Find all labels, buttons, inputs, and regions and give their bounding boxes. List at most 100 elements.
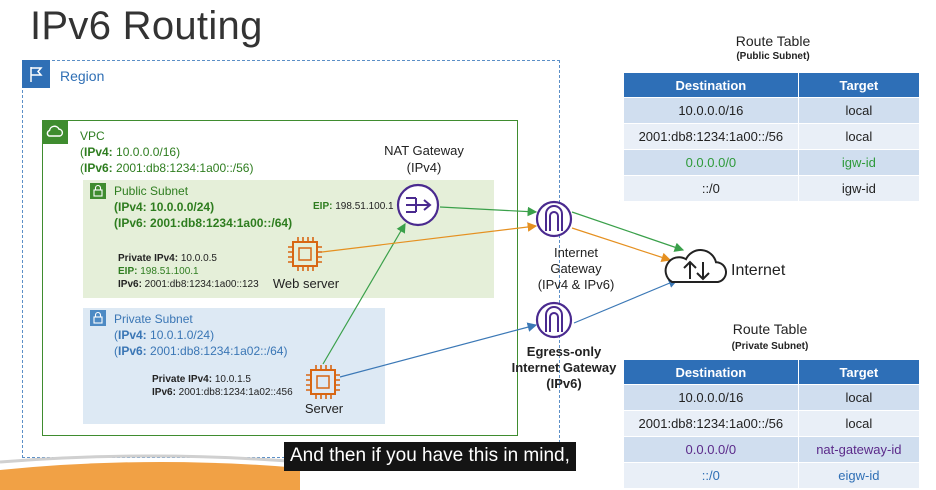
page-title: IPv6 Routing <box>30 4 263 48</box>
table-row: 0.0.0.0/0 nat-gateway-id <box>623 436 921 463</box>
web-server-chip-icon <box>288 237 322 271</box>
route-table-private: Destination Target 10.0.0.0/16 local 200… <box>623 359 921 489</box>
egress-gateway-label-line1: Egress-only <box>526 344 602 359</box>
route-table-public: Destination Target 10.0.0.0/16 local 200… <box>623 72 921 202</box>
private-subnet-ipv4: (IPv4: 10.0.1.0/24) <box>114 328 215 342</box>
route-destination: 10.0.0.0/16 <box>623 384 799 411</box>
public-subnet-ipv4-key: IPv4: <box>118 200 147 214</box>
route-table-public-subtitle: (Public Subnet) <box>736 51 810 62</box>
vpc-label: VPC <box>80 129 105 143</box>
server-ipv6: IPv6: 2001:db8:1234:1a02::456 <box>152 386 293 399</box>
arrow-server-to-nat <box>322 222 406 365</box>
egress-gateway-label-line3: (IPv6) <box>546 376 582 391</box>
lock-icon <box>90 183 106 199</box>
web-server-eip-key: EIP: <box>118 266 138 277</box>
route-destination: 0.0.0.0/0 <box>623 436 799 463</box>
web-server-private-ipv4-value: 10.0.0.5 <box>178 253 217 264</box>
arrow-nat-to-igw <box>439 206 538 217</box>
internet-cloud-icon <box>664 249 727 283</box>
table-header-row: Destination Target <box>623 72 921 98</box>
web-server-label: Web server <box>272 276 340 291</box>
arrow-server-to-egress <box>339 322 538 378</box>
egress-gateway-label: Egress-only Internet Gateway (IPv6) <box>508 344 620 392</box>
route-destination: ::/0 <box>623 462 799 489</box>
server-private-ipv4-value: 10.0.1.5 <box>212 374 251 385</box>
web-server-ipv6-key: IPv6: <box>118 279 142 290</box>
region-label: Region <box>60 68 105 84</box>
public-subnet-ipv6: (IPv6: 2001:db8:1234:1a00::/64) <box>114 216 293 230</box>
table-row: 2001:db8:1234:1a00::/56 local <box>623 410 921 437</box>
route-target: eigw-id <box>797 462 921 489</box>
route-target: igw-id <box>797 149 921 176</box>
table-row: ::/0 eigw-id <box>623 462 921 489</box>
vpc-ipv4-key: IPv4: <box>84 145 113 159</box>
route-target: local <box>797 384 921 411</box>
arrow-egress-to-internet <box>573 278 679 324</box>
region-flag-icon <box>22 60 50 88</box>
column-header-destination: Destination <box>623 72 799 98</box>
private-subnet-ipv6-value: 2001:db8:1234:1a02::/64) <box>146 344 288 358</box>
vpc-cloud-icon <box>42 120 68 144</box>
table-row: 0.0.0.0/0 igw-id <box>623 149 921 176</box>
table-header-row: Destination Target <box>623 359 921 385</box>
private-subnet-ipv4-key: IPv4: <box>118 328 147 342</box>
internet-gateway-label: Internet Gateway (IPv4 & IPv6) <box>530 245 622 293</box>
web-server-ipv6-value: 2001:db8:1234:1a00::123 <box>141 279 259 290</box>
public-subnet-info: Public Subnet (IPv4: 10.0.0.0/24) (IPv6:… <box>114 183 292 231</box>
server-private-ipv4: Private IPv4: 10.0.1.5 <box>152 373 293 386</box>
public-subnet-ipv4-value: 10.0.0.0/24) <box>146 200 215 214</box>
nat-eip: EIP: 198.51.100.1 <box>313 200 394 213</box>
route-table-private-subtitle: (Private Subnet) <box>731 341 809 352</box>
route-destination: ::/0 <box>623 175 799 202</box>
web-server-eip-value: 198.51.100.1 <box>137 266 199 277</box>
public-subnet-ipv6-key: IPv6: <box>118 216 147 230</box>
server-chip-icon <box>306 365 340 399</box>
decorative-orange-strip <box>0 454 301 490</box>
table-row: ::/0 igw-id <box>623 175 921 202</box>
nat-gateway-label-line1: NAT Gateway <box>384 143 464 158</box>
egress-gateway-label-line2: Internet Gateway <box>511 360 617 375</box>
table-row: 2001:db8:1234:1a00::/56 local <box>623 123 921 150</box>
route-target: local <box>797 410 921 437</box>
server-info: Private IPv4: 10.0.1.5 IPv6: 2001:db8:12… <box>152 373 293 399</box>
vpc-ipv6-key: IPv6: <box>84 161 113 175</box>
column-header-destination: Destination <box>623 359 799 385</box>
internet-gateway-label-line1: Internet <box>553 245 599 260</box>
web-server-ipv6: IPv6: 2001:db8:1234:1a00::123 <box>118 278 259 291</box>
vpc-ipv6-value: 2001:db8:1234:1a00::/56) <box>112 161 254 175</box>
table-row: 10.0.0.0/16 local <box>623 97 921 124</box>
private-subnet-ipv4-value: 10.0.1.0/24) <box>146 328 215 342</box>
server-label: Server <box>304 401 344 416</box>
internet-gateway-icon <box>535 200 573 238</box>
server-ipv6-value: 2001:db8:1234:1a02::456 <box>175 387 293 398</box>
nat-gateway-icon <box>396 183 440 227</box>
route-destination: 2001:db8:1234:1a00::/56 <box>623 410 799 437</box>
web-server-private-ipv4-key: Private IPv4: <box>118 253 179 264</box>
lock-icon <box>90 310 106 326</box>
egress-gateway-icon <box>535 301 573 339</box>
route-target: local <box>797 123 921 150</box>
vpc-box <box>42 120 518 436</box>
private-subnet-info: Private Subnet (IPv4: 10.0.1.0/24) (IPv6… <box>114 311 287 359</box>
route-destination: 10.0.0.0/16 <box>623 97 799 124</box>
nat-eip-value: 198.51.100.1 <box>332 201 394 212</box>
route-destination: 0.0.0.0/0 <box>623 149 799 176</box>
vpc-info: VPC (IPv4: 10.0.0.0/16) (IPv6: 2001:db8:… <box>80 128 253 176</box>
column-header-target: Target <box>797 72 921 98</box>
column-header-target: Target <box>797 359 921 385</box>
nat-eip-key: EIP: <box>313 201 333 212</box>
internet-label: Internet <box>731 262 786 279</box>
internet-gateway-label-line2: Gateway <box>550 261 602 276</box>
private-subnet-label: Private Subnet <box>114 312 193 326</box>
web-server-eip: EIP: 198.51.100.1 <box>118 265 259 278</box>
nat-gateway-label: NAT Gateway (IPv4) <box>372 142 476 176</box>
nat-gateway-label-line2: (IPv4) <box>406 160 442 175</box>
private-subnet-box <box>83 308 385 424</box>
internet-gateway-label-line3: (IPv4 & IPv6) <box>537 277 615 292</box>
table-row: 10.0.0.0/16 local <box>623 384 921 411</box>
route-destination: 2001:db8:1234:1a00::/56 <box>623 123 799 150</box>
vpc-ipv4: (IPv4: 10.0.0.0/16) <box>80 145 181 159</box>
route-target: igw-id <box>797 175 921 202</box>
vpc-ipv6: (IPv6: 2001:db8:1234:1a00::/56) <box>80 161 254 175</box>
private-subnet-ipv6-key: IPv6: <box>118 344 147 358</box>
